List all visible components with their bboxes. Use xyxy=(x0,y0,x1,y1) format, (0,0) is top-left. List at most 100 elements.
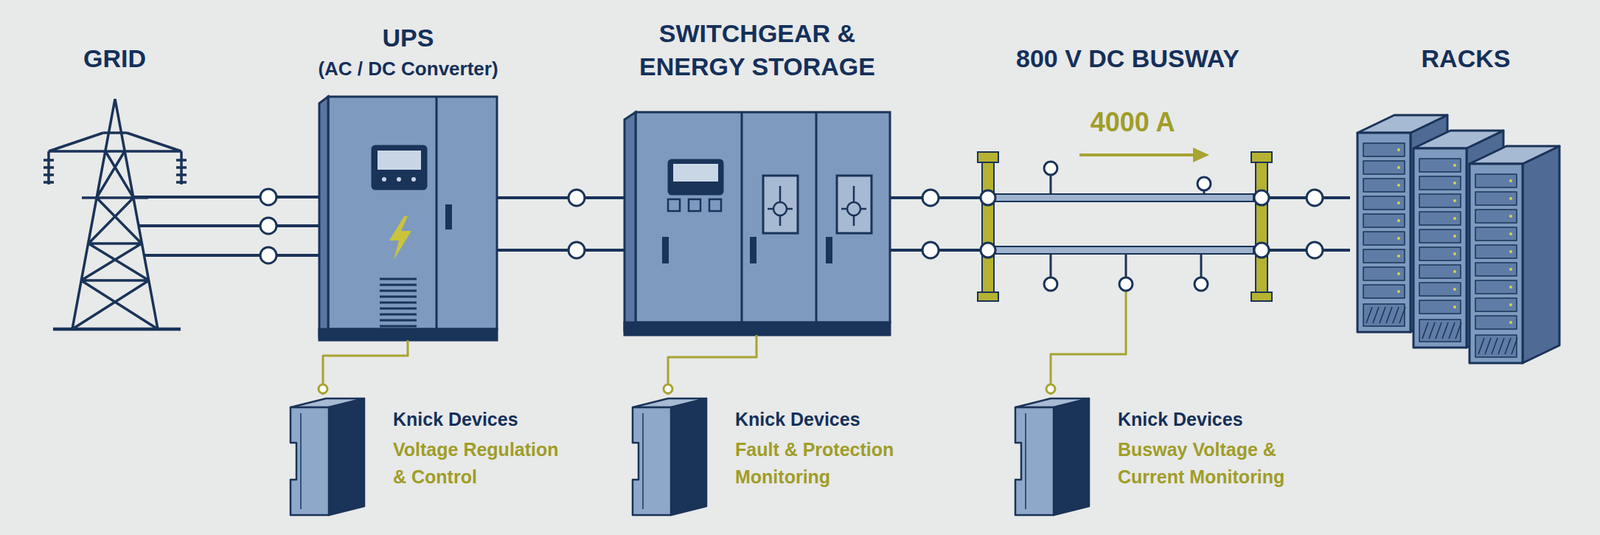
vent-grille xyxy=(379,278,417,326)
switchgear-cabinet-part xyxy=(709,199,722,211)
server-rack-part xyxy=(1413,148,1467,348)
transmission-tower-part xyxy=(48,98,182,329)
server-rack-part xyxy=(1419,300,1461,314)
switchgear-cabinet-part xyxy=(825,236,833,264)
server-rack-part xyxy=(1363,284,1405,298)
dc-busway-part xyxy=(974,197,1281,250)
server-rack-part xyxy=(1509,303,1513,306)
knick-device-icon-part xyxy=(670,398,707,515)
dc-busway-part xyxy=(977,151,1272,301)
knick-device-icon xyxy=(632,398,707,515)
component-heading: RACKS xyxy=(1421,43,1511,74)
server-rack-part xyxy=(1363,249,1405,263)
power-wire xyxy=(496,197,625,250)
dc-busway-part xyxy=(995,246,1254,254)
heading-wrap: 800 V DC BUSWAY xyxy=(1016,43,1240,74)
terminals-part-part xyxy=(663,384,673,393)
dc-busway-part xyxy=(995,193,1254,202)
server-rack-part xyxy=(1469,163,1523,363)
dc-busway-part-part xyxy=(1251,151,1272,163)
knick-device-icon-part xyxy=(632,407,671,515)
server-rack-part xyxy=(1453,305,1457,309)
knick-device-icon-part xyxy=(1053,398,1090,515)
terminals-part-part xyxy=(922,189,939,206)
terminals-part-part xyxy=(1046,384,1056,393)
component-box: SWITCHGEAR & ENERGY STORAGE xyxy=(624,112,890,335)
terminals-part-part xyxy=(1194,277,1208,291)
terminals-part-part xyxy=(568,241,585,259)
server-rack-part xyxy=(1397,148,1401,152)
switchgear-cabinet-part xyxy=(624,112,636,330)
server-rack-part xyxy=(1509,320,1513,324)
component-box: GRID xyxy=(45,98,184,332)
server-rack-part xyxy=(1419,247,1461,261)
server-rack-part xyxy=(1397,201,1401,205)
switchgear-cabinet-part xyxy=(673,163,719,182)
knick-device-icons xyxy=(290,398,1090,515)
server-rack-part xyxy=(1511,337,1518,354)
server-rack-part xyxy=(1475,334,1517,357)
server-rack-part xyxy=(1475,174,1517,188)
server-rack-part xyxy=(1419,193,1461,208)
device-function: Busway Voltage & Current Monitoring xyxy=(1117,435,1295,491)
terminals-part-part xyxy=(568,189,585,206)
knick-device-icon xyxy=(1015,398,1090,515)
server-rack-part xyxy=(1363,266,1405,281)
device-text: Knick DevicesBusway Voltage & Current Mo… xyxy=(1117,407,1295,491)
server-rack-part xyxy=(1509,249,1513,253)
terminals-part xyxy=(260,161,1323,291)
component-subheading: (AC / DC Converter) xyxy=(317,57,498,81)
vent-slot xyxy=(379,283,417,287)
terminals-part-part xyxy=(922,241,939,259)
server-rack-part xyxy=(1509,196,1513,200)
server-rack-part xyxy=(1475,297,1517,312)
heading-wrap: GRID xyxy=(83,43,146,74)
heading-wrap: UPS xyxy=(382,22,435,54)
server-rack-part xyxy=(1509,214,1513,218)
dc-busway-part-part xyxy=(1251,291,1272,301)
ups-cabinet-part xyxy=(372,145,427,189)
ups-cabinet-part xyxy=(435,96,438,329)
device-title: Knick Devices xyxy=(1117,407,1295,430)
vent-slot xyxy=(379,295,417,298)
server-rack-part xyxy=(1419,319,1461,342)
server-rack-part xyxy=(1475,262,1517,276)
terminals-part-part xyxy=(1306,241,1323,259)
component-heading: UPS xyxy=(382,22,435,54)
dc-busway-part xyxy=(1050,174,1205,278)
ups-cabinet xyxy=(319,96,497,340)
server-rack-part xyxy=(1419,229,1461,243)
terminals-part-part xyxy=(318,384,328,393)
switchgear-cabinet-part xyxy=(741,112,744,323)
server-rack-part xyxy=(1397,289,1401,293)
terminals-part-part xyxy=(1197,176,1211,191)
server-rack-part xyxy=(1448,322,1455,339)
ups-cabinet-part xyxy=(445,204,452,230)
server-rack-part xyxy=(1509,179,1513,183)
switchgear-cabinet-part xyxy=(624,322,890,335)
switchgear-cabinet-part xyxy=(662,236,669,264)
switchgear-cabinet-part xyxy=(767,185,867,226)
transmission-tower-part xyxy=(133,196,184,256)
device-box: Knick DevicesFault & Protection Monitori… xyxy=(632,394,913,517)
label-wrap: 4000 A xyxy=(1090,106,1176,138)
server-rack-part xyxy=(1419,176,1461,190)
component-box: RACKS xyxy=(1350,112,1582,363)
component-heading: SWITCHGEAR & ENERGY STORAGE xyxy=(617,16,898,84)
server-rack-part xyxy=(1453,181,1457,185)
device-function: Voltage Regulation & Control xyxy=(392,435,570,491)
server-rack-part xyxy=(1504,337,1511,354)
dc-busway-part-part xyxy=(1255,162,1268,292)
ups-cabinet-part xyxy=(319,328,497,340)
switchgear-cabinet-part xyxy=(668,160,723,194)
vent-slot xyxy=(379,301,417,304)
server-rack-part xyxy=(1363,213,1405,228)
knick-device-icon-part xyxy=(1015,407,1054,515)
component-heading: GRID xyxy=(83,43,146,74)
server-rack-part xyxy=(1399,306,1406,323)
knick-device-icon xyxy=(290,398,365,515)
heading-wrap: RACKS xyxy=(1421,43,1511,74)
heading-wrap: SWITCHGEAR & ENERGY STORAGE xyxy=(617,16,898,84)
vent-slot xyxy=(379,289,417,292)
